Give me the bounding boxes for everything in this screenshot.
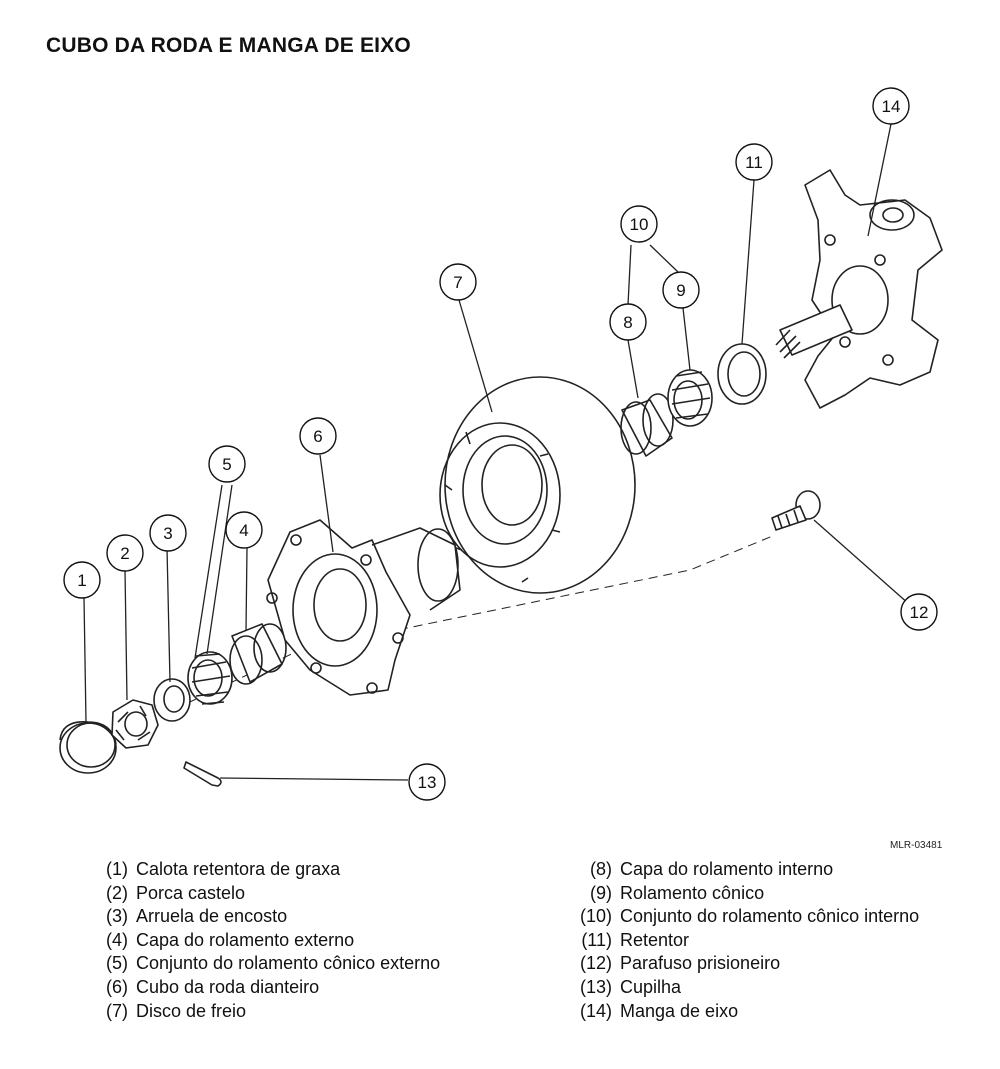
legend-number: (3)	[106, 906, 128, 927]
legend-number: (2)	[106, 882, 128, 903]
legend-item: (5) Conjunto do rolamento cônico externo	[93, 952, 440, 976]
callout-11: 11	[745, 153, 763, 172]
legend-item: (9) Rolamento cônico	[568, 882, 919, 906]
outer-bearing-cup-part	[229, 623, 287, 685]
legend-item: (12) Parafuso prisioneiro	[568, 952, 919, 976]
legend-number: (9)	[590, 882, 612, 903]
legend-item: (6) Cubo da roda dianteiro	[93, 976, 440, 1000]
legend-label: Conjunto do rolamento cônico externo	[136, 953, 441, 974]
split-pin-part	[183, 761, 222, 787]
callout-circle-4	[225, 511, 263, 549]
thrust-washer-part	[153, 678, 191, 722]
castle-nut-part	[111, 699, 159, 749]
legend-label: Porca castelo	[136, 882, 246, 903]
legend-left-column: (1) Calota retentora de graxa (2) Porca ca…	[93, 858, 440, 1023]
callout-circle-13	[408, 763, 446, 801]
callout-circle-5	[208, 445, 246, 483]
callout-circle-3	[149, 514, 187, 552]
legend-label: Arruela de encosto	[136, 906, 288, 927]
leader-lines	[83, 123, 919, 781]
callout-1: 1	[77, 571, 86, 590]
outer-bearing-part	[187, 651, 233, 705]
legend-item: (14) Manga de eixo	[568, 1000, 919, 1024]
legend-number: (6)	[106, 976, 128, 997]
callout-circle-12	[900, 593, 938, 631]
legend-label: Cubo da roda dianteiro	[136, 976, 320, 997]
legend-label: Capa do rolamento interno	[620, 859, 834, 879]
callout-circle-6	[299, 417, 337, 455]
legend-label: Manga de eixo	[620, 1000, 739, 1021]
legend-item: (2) Porca castelo	[93, 882, 440, 906]
page-title: CUBO DA RODA E MANGA DE EIXO	[46, 34, 411, 57]
inner-bearing-cup-part	[620, 393, 674, 457]
legend-label: Conjunto do rolamento cônico interno	[620, 906, 920, 927]
legend-item: (3) Arruela de encosto	[93, 905, 440, 929]
legend-label: Cupilha	[620, 976, 682, 997]
legend-item: (1) Calota retentora de graxa	[93, 858, 440, 882]
callout-5: 5	[222, 455, 231, 474]
callout-circle-14	[872, 87, 910, 125]
figure-reference-code: MLR-03481	[890, 840, 943, 851]
legend-item: (10) Conjunto do rolamento cônico interno	[568, 905, 919, 929]
callout-7: 7	[453, 273, 462, 292]
callout-circle-10	[620, 205, 658, 243]
callout-10: 10	[630, 215, 649, 234]
callout-circle-7	[439, 263, 477, 301]
legend-right-column: (8) Capa do rolamento interno (9) Rolament…	[568, 858, 919, 1023]
grease-cap-part	[59, 721, 117, 774]
legend-number: (8)	[590, 859, 612, 879]
callout-circle-8	[609, 303, 647, 341]
legend-item: (7) Disco de freio	[93, 1000, 440, 1024]
inner-bearing-part	[667, 369, 713, 427]
steering-knuckle-part	[775, 169, 943, 409]
legend-label: Disco de freio	[136, 1000, 247, 1021]
legend-number: (14)	[579, 1000, 612, 1021]
legend-item: (8) Capa do rolamento interno	[568, 858, 919, 882]
callout-2: 2	[120, 544, 129, 563]
callout-circle-9	[662, 271, 700, 309]
legend-label: Rolamento cônico	[620, 882, 765, 903]
callout-13: 13	[418, 773, 437, 792]
legend-label: Capa do rolamento externo	[136, 929, 355, 950]
legend-number: (12)	[579, 953, 612, 974]
callout-circle-1	[63, 561, 101, 599]
legend-number: (4)	[106, 929, 128, 950]
legend-item: (11) Retentor	[568, 929, 919, 953]
callout-9: 9	[676, 281, 685, 300]
callout-8: 8	[623, 313, 632, 332]
callout-12: 12	[910, 603, 929, 622]
brake-disc-part	[439, 376, 636, 594]
legend-number: (11)	[581, 929, 612, 950]
legend-number: (1)	[106, 859, 128, 879]
legend-label: Retentor	[620, 929, 690, 950]
exploded-view-diagram: 1 2 3 5 4 6 7 10 8 9 11 14 12 13	[59, 87, 943, 801]
legend-number: (7)	[106, 1000, 128, 1021]
legend-label: Parafuso prisioneiro	[620, 953, 781, 974]
callout-14: 14	[882, 97, 901, 116]
legend-number: (10)	[579, 906, 612, 927]
oil-seal-part	[717, 343, 767, 405]
wheel-hub-part	[266, 519, 461, 696]
callout-circle-2	[106, 534, 144, 572]
legend-number: (5)	[106, 953, 128, 974]
callout-4: 4	[239, 521, 248, 540]
callout-3: 3	[163, 524, 172, 543]
legend-item: (4) Capa do rolamento externo	[93, 929, 440, 953]
legend-item: (13) Cupilha	[568, 976, 919, 1000]
legend-label: Calota retentora de graxa	[136, 859, 341, 879]
legend-number: (13)	[579, 976, 612, 997]
axis-centerline	[119, 534, 776, 736]
stud-bolt-part	[771, 490, 821, 531]
callout-6: 6	[313, 427, 322, 446]
callout-circle-11	[735, 143, 773, 181]
